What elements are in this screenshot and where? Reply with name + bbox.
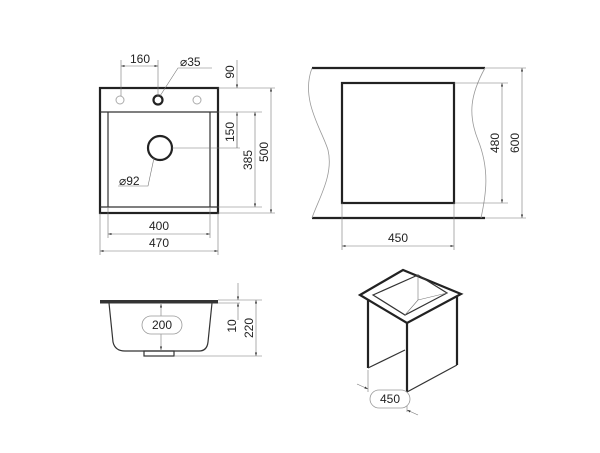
dim-overall-width: 470 — [149, 236, 169, 250]
dim-bowl-depth-top: 385 — [241, 150, 255, 170]
cabinet-edges — [366, 297, 459, 392]
dim-cutout-depth: 480 — [488, 133, 502, 153]
break-line-left — [308, 67, 330, 219]
dim-bowl-depth-side: 200 — [152, 318, 172, 332]
sink-rim — [100, 300, 218, 304]
dim-tap-hole-dia: ⌀35 — [180, 55, 201, 69]
dim-overall-height: 220 — [242, 318, 256, 338]
drain-outlet — [143, 350, 175, 357]
countertop-edges — [312, 66, 485, 220]
cabinet-width-label-box — [369, 389, 411, 409]
drain-hole — [146, 134, 174, 162]
optional-hole-right — [192, 95, 202, 105]
cabinet-bottom — [367, 349, 458, 393]
sink-frame — [357, 268, 464, 325]
sink-top-view: 160 ⌀35 90 150 385 500 ⌀92 400 470 — [98, 52, 275, 255]
dim-cutout-width: 450 — [388, 231, 408, 245]
optional-hole-left — [115, 95, 125, 105]
dim-rim-thickness: 10 — [225, 319, 239, 333]
cabinet-iso-view: 450 — [356, 268, 464, 416]
sink-side-view: 200 10 220 — [100, 283, 262, 357]
dim-tap-offset: 90 — [223, 65, 237, 79]
bowl-outline — [100, 111, 218, 208]
dim-drain-dia: ⌀92 — [119, 174, 140, 188]
sink-outline — [98, 86, 220, 215]
break-line-right — [471, 67, 487, 219]
tap-hole — [152, 94, 164, 106]
cabinet-top-view: 480 600 450 — [308, 66, 526, 250]
bowl-depth-label-box — [141, 315, 183, 335]
dim-drain-offset: 150 — [223, 122, 237, 142]
dim-cabinet-width: 450 — [380, 392, 400, 406]
dim-overall-depth: 500 — [257, 142, 271, 162]
cutout — [340, 81, 456, 205]
dim-tap-spacing: 160 — [130, 52, 150, 66]
dim-cabinet-depth: 600 — [508, 133, 522, 153]
dim-bowl-width: 400 — [149, 219, 169, 233]
